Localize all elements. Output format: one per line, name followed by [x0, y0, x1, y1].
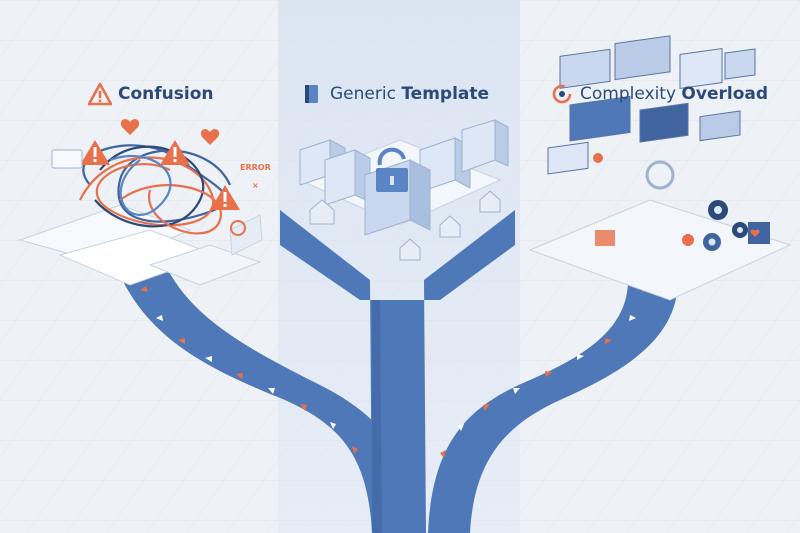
ring-icon [230, 220, 246, 236]
road-dash [577, 354, 584, 360]
road-dash [483, 404, 490, 411]
tangled-lines [79, 144, 232, 235]
circular-arrow-icon [552, 84, 572, 104]
road-dash [513, 388, 520, 394]
screen-panel [559, 48, 611, 89]
screen-panel [547, 141, 589, 175]
road-middle [280, 210, 515, 533]
house [399, 238, 421, 261]
gear-icon [732, 222, 748, 238]
title-overload-text: Overload [681, 84, 769, 104]
screen-panel [639, 102, 689, 143]
screen-panel [569, 95, 631, 142]
road-left [120, 270, 420, 533]
title-generic-text: Generic [330, 84, 402, 104]
screen-panel [614, 35, 671, 81]
house [479, 190, 501, 213]
monitor-icon [51, 149, 83, 169]
grid-block [595, 230, 615, 246]
gear-icon [708, 200, 728, 220]
platform [528, 199, 792, 301]
building-side [409, 159, 431, 231]
alert-dot [682, 234, 694, 246]
heart-icon [200, 129, 220, 145]
road-dash [300, 404, 307, 411]
cube-box [229, 214, 263, 256]
warning-triangle-icon [88, 82, 112, 106]
screen-panel [699, 110, 741, 142]
title-confusion: Confusion [88, 80, 213, 108]
template-page-icon [305, 85, 318, 103]
house [309, 199, 335, 225]
house [439, 215, 461, 238]
road-right [428, 275, 679, 533]
road-dash [629, 315, 636, 321]
road-dash [156, 315, 163, 321]
building [324, 149, 356, 206]
road-dash [352, 446, 358, 454]
heart-icon [120, 119, 140, 135]
road-dash [330, 422, 336, 429]
screen-panel [679, 47, 723, 90]
lock-icon [376, 147, 408, 192]
gear-icon [703, 233, 721, 251]
confusion-cluster: ERROR × [18, 119, 271, 286]
road-dash [605, 338, 612, 344]
heart-icon [750, 229, 760, 237]
template-buildings [298, 119, 509, 261]
title-template-text: Template [401, 84, 490, 104]
title-complexity-text: Complexity [580, 84, 682, 104]
road-dash [268, 388, 275, 394]
warning-triangle-icon [80, 140, 110, 165]
error-text: ERROR [240, 163, 271, 172]
title-confusion-text: Confusion [118, 84, 214, 104]
title-generic-template: Generic Template [300, 80, 489, 108]
road-dash [440, 450, 446, 458]
roads [120, 210, 679, 533]
warning-triangle-icon [210, 185, 240, 210]
road-dash [178, 338, 185, 344]
warning-triangle-icon [160, 140, 190, 165]
road-dash [140, 286, 148, 292]
clock-icon [645, 160, 675, 190]
road-middle-shade [372, 300, 382, 533]
complexity-cluster [528, 35, 792, 301]
building-side [494, 119, 509, 167]
title-complexity-overload: Complexity Overload [550, 80, 768, 108]
road-dash [236, 373, 243, 379]
road-dash [545, 371, 552, 377]
close-icon: × [252, 181, 259, 190]
screen-panel [724, 48, 756, 80]
road-dash [205, 356, 212, 362]
road-dash [458, 424, 464, 431]
alert-dot [593, 153, 603, 163]
